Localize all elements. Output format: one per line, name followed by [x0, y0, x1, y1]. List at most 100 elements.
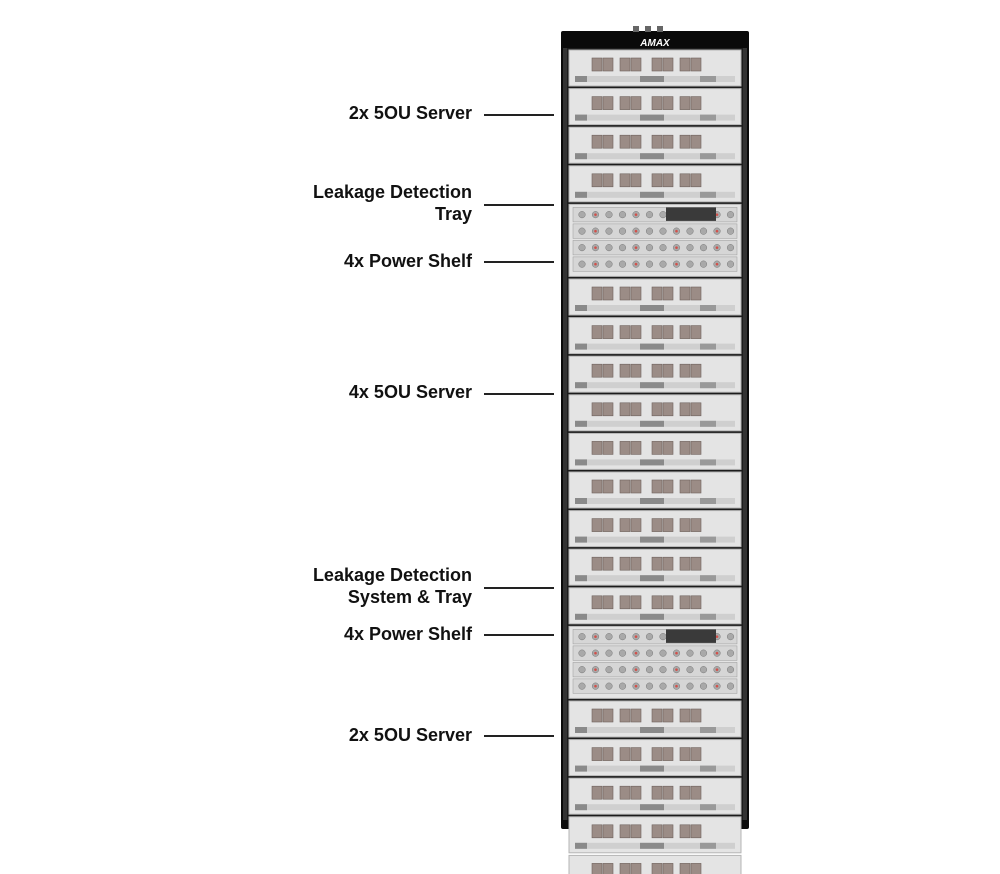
coolant-connector — [591, 134, 603, 149]
coolant-connector — [662, 824, 674, 839]
psu-fan — [645, 633, 654, 641]
leader-line — [484, 204, 554, 206]
psu-fan — [578, 666, 586, 674]
label-top-server: 2x 5OU Server — [349, 102, 472, 124]
coolant-connector — [591, 863, 603, 874]
coolant-connector — [630, 824, 642, 839]
coolant-connector — [662, 518, 674, 532]
psu-fan — [645, 682, 654, 690]
coolant-connector — [591, 824, 603, 839]
io-port — [640, 114, 664, 121]
coolant-connector — [591, 595, 603, 610]
psu-fan — [618, 649, 627, 657]
psu-led — [594, 262, 597, 266]
coolant-connector — [651, 556, 663, 571]
coolant-connector — [662, 134, 674, 149]
coolant-connector — [679, 96, 691, 110]
psu-fan — [578, 227, 586, 235]
coolant-connector — [690, 785, 702, 800]
coolant-connector — [630, 785, 642, 800]
psu-led — [594, 213, 597, 216]
coolant-connector — [690, 441, 702, 455]
leak-detection-module — [666, 207, 716, 221]
psu-fan — [618, 633, 627, 641]
coolant-connector — [619, 441, 631, 455]
coolant-connector — [651, 57, 663, 72]
psu-fan — [578, 244, 586, 252]
psu-fan — [605, 244, 613, 252]
psu-fan — [726, 244, 735, 252]
psu-led — [715, 668, 719, 671]
coolant-connector — [619, 479, 631, 494]
label-bottom-server: 2x 5OU Server — [349, 724, 472, 746]
coolant-connector — [679, 747, 691, 761]
psu-led — [594, 246, 597, 249]
io-port — [700, 420, 716, 427]
io-port — [700, 153, 716, 160]
psu-fan — [605, 211, 613, 219]
psu-fan — [699, 682, 708, 690]
coolant-connector — [679, 556, 691, 571]
psu-fan — [726, 633, 735, 641]
io-port — [700, 613, 716, 620]
io-port — [640, 842, 664, 849]
server-tray — [568, 432, 742, 470]
coolant-connector — [591, 708, 603, 723]
io-port — [575, 114, 587, 121]
io-port — [640, 804, 664, 811]
server-tray — [568, 471, 742, 509]
coolant-connector — [690, 595, 702, 610]
psu-fan — [659, 666, 667, 674]
coolant-connector — [602, 556, 614, 571]
io-port — [575, 76, 587, 82]
coolant-connector — [662, 441, 674, 455]
coolant-connector — [591, 785, 603, 800]
psu-fan — [686, 244, 694, 252]
coolant-connector — [602, 479, 614, 494]
io-port — [700, 382, 716, 389]
io-port — [700, 804, 716, 811]
coolant-connector — [651, 824, 663, 839]
rail-right — [743, 48, 747, 820]
coolant-connector — [591, 57, 603, 72]
psu-led — [594, 668, 597, 671]
psu-led — [715, 229, 719, 233]
coolant-connector — [630, 286, 642, 301]
psu-fan — [618, 227, 627, 235]
coolant-connector — [690, 556, 702, 571]
io-port — [575, 153, 587, 160]
psu-led — [715, 635, 719, 638]
power-shelf — [568, 625, 742, 699]
coolant-connector — [662, 708, 674, 723]
leak-detection-module — [666, 629, 716, 643]
io-port — [700, 536, 716, 543]
io-port — [640, 343, 664, 350]
coolant-connector — [690, 286, 702, 301]
coolant-connector — [690, 363, 702, 378]
psu-led — [675, 246, 678, 249]
psu-fan — [659, 649, 667, 657]
coolant-connector — [651, 173, 663, 188]
coolant-connector — [690, 518, 702, 532]
io-port — [575, 536, 587, 543]
psu-led — [594, 635, 597, 638]
psu-fan — [618, 666, 627, 674]
coolant-connector — [679, 785, 691, 800]
psu-fan — [645, 227, 654, 235]
coolant-connector — [630, 134, 642, 149]
coolant-connector — [602, 57, 614, 72]
label-middle-server: 4x 5OU Server — [349, 381, 472, 403]
coolant-connector — [619, 824, 631, 839]
coolant-connector — [619, 134, 631, 149]
coolant-connector — [630, 402, 642, 417]
psu-fan — [645, 260, 654, 268]
psu-fan — [686, 649, 694, 657]
coolant-connector — [662, 96, 674, 110]
coolant-connector — [651, 402, 663, 417]
top-port — [645, 26, 651, 32]
server-tray — [568, 548, 742, 586]
coolant-connector — [662, 402, 674, 417]
coolant-connector — [662, 57, 674, 72]
rail-left — [563, 48, 567, 820]
coolant-connector — [630, 479, 642, 494]
